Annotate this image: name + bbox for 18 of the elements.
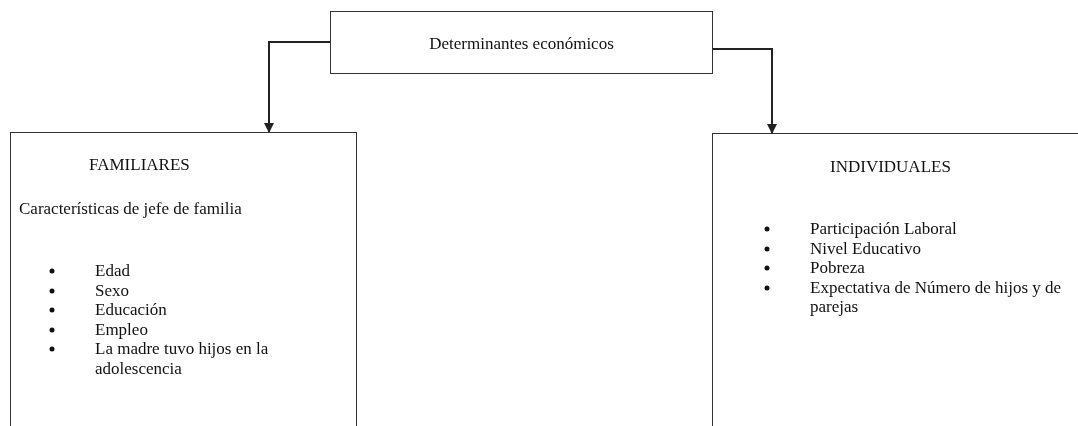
category-box bbox=[712, 133, 1078, 426]
list-item-text: Pobreza bbox=[810, 258, 865, 277]
box-subheading: Características de jefe de familia bbox=[19, 199, 242, 219]
list-item-text: Expectativa de Número de hijos y de parejas bbox=[810, 277, 1062, 316]
category-box bbox=[10, 132, 357, 426]
arrow bbox=[264, 41, 331, 133]
list-item-text: Nivel Educativo bbox=[810, 238, 921, 258]
list-item-text: Empleo bbox=[95, 319, 148, 339]
box-heading: INDIVIDUALES bbox=[830, 157, 951, 177]
list-item-text: Edad bbox=[95, 261, 130, 280]
arrow bbox=[712, 48, 777, 134]
list-item-text: La madre tuvo hijos en la adolescencia bbox=[95, 339, 269, 378]
list-item-text: Participación Laboral bbox=[810, 219, 957, 238]
category-box bbox=[330, 11, 713, 74]
list-item-text: Educación bbox=[95, 300, 167, 319]
list-item-text: Sexo bbox=[95, 280, 129, 300]
box-label: Determinantes económicos bbox=[428, 34, 615, 54]
box-heading: FAMILIARES bbox=[89, 155, 190, 175]
